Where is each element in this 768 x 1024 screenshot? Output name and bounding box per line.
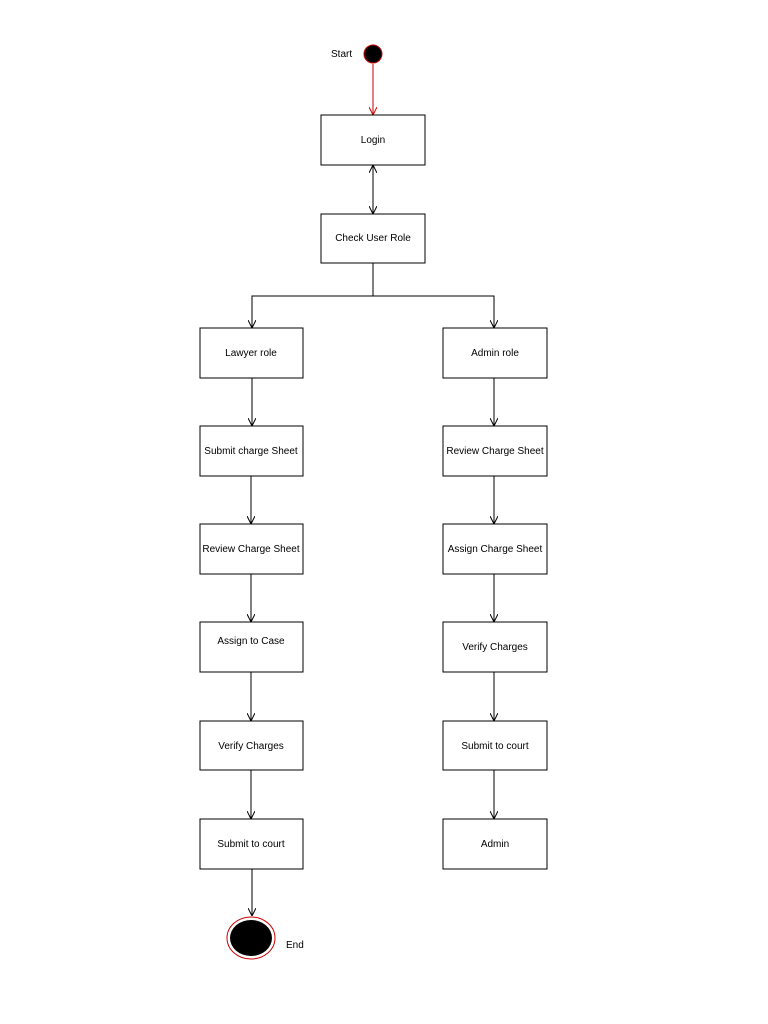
node-lawyer-assign-to-case-label: Assign to Case (217, 636, 285, 647)
node-lawyer-submit-to-court: Submit to court (199, 818, 304, 870)
node-check-user-role-label: Check User Role (335, 233, 411, 244)
node-lawyer-assign-to-case: Assign to Case (199, 621, 304, 673)
node-admin-verify-charges-label: Verify Charges (462, 642, 528, 653)
node-admin-submit-to-court: Submit to court (442, 720, 548, 771)
edge-check-role-to-lawyer (252, 263, 374, 327)
node-lawyer-submit-charge-sheet-label: Submit charge Sheet (204, 446, 298, 457)
node-login-label: Login (361, 135, 385, 146)
node-check-user-role: Check User Role (320, 213, 426, 264)
node-admin-role: Admin role (442, 327, 548, 379)
node-lawyer-submit-charge-sheet: Submit charge Sheet (199, 425, 304, 477)
end-node (226, 916, 276, 960)
node-lawyer-submit-to-court-label: Submit to court (217, 839, 284, 850)
node-admin-submit-to-court-label: Submit to court (461, 741, 528, 752)
node-admin-final: Admin (442, 818, 548, 870)
node-login: Login (320, 114, 426, 166)
node-admin-assign-charge-sheet: Assign Charge Sheet (442, 523, 548, 575)
end-label: End (286, 940, 304, 951)
edge-check-role-to-admin (373, 295, 494, 327)
start-label: Start (331, 49, 352, 60)
node-lawyer-verify-charges-label: Verify Charges (218, 741, 284, 752)
node-lawyer-review-charge-sheet-label: Review Charge Sheet (202, 544, 299, 555)
node-admin-review-charge-sheet: Review Charge Sheet (442, 425, 548, 477)
node-lawyer-review-charge-sheet: Review Charge Sheet (199, 523, 304, 575)
start-node (363, 44, 383, 64)
node-admin-assign-charge-sheet-label: Assign Charge Sheet (448, 544, 543, 555)
node-lawyer-verify-charges: Verify Charges (199, 720, 304, 771)
node-admin-final-label: Admin (481, 839, 509, 850)
node-admin-verify-charges: Verify Charges (442, 621, 548, 673)
node-lawyer-role-label: Lawyer role (225, 348, 277, 359)
node-admin-role-label: Admin role (471, 348, 519, 359)
node-admin-review-charge-sheet-label: Review Charge Sheet (446, 446, 543, 457)
node-lawyer-role: Lawyer role (199, 327, 304, 379)
